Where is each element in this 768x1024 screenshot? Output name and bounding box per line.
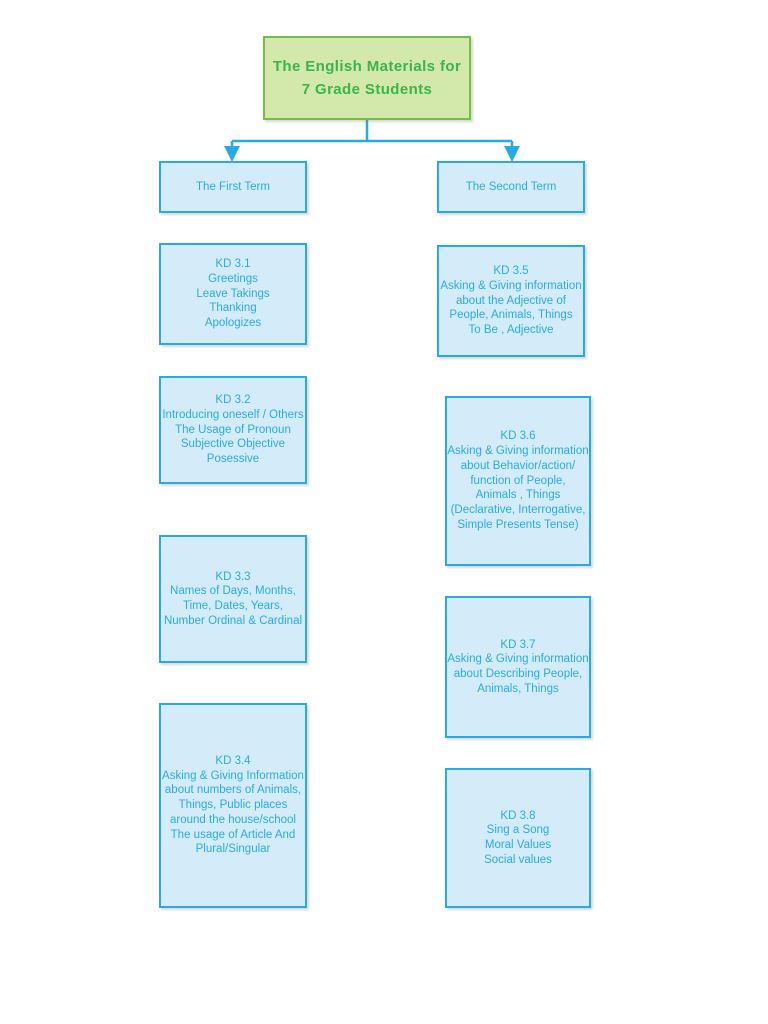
topic-node-kd-3-5[interactable]: KD 3.5 Asking & Giving information about… xyxy=(437,245,585,357)
topic-label-kd-3-4: KD 3.4 Asking & Giving Information about… xyxy=(162,754,304,856)
topic-node-kd-3-3[interactable]: KD 3.3 Names of Days, Months, Time, Date… xyxy=(159,535,307,663)
arrowhead-left xyxy=(224,146,240,162)
topic-node-kd-3-2[interactable]: KD 3.2 Introducing oneself / Others The … xyxy=(159,376,307,484)
topic-node-kd-3-8[interactable]: KD 3.8 Sing a Song Moral Values Social v… xyxy=(445,768,591,908)
branch-node-second-term[interactable]: The Second Term xyxy=(437,161,585,213)
root-node-title[interactable]: The English Materials for 7 Grade Studen… xyxy=(263,36,471,120)
topic-label-kd-3-1: KD 3.1 Greetings Leave Takings Thanking … xyxy=(196,258,270,330)
root-node-label: The English Materials for 7 Grade Studen… xyxy=(272,57,462,98)
topic-label-kd-3-3: KD 3.3 Names of Days, Months, Time, Date… xyxy=(163,570,303,627)
branch-node-first-term[interactable]: The First Term xyxy=(159,161,307,213)
topic-label-kd-3-8: KD 3.8 Sing a Song Moral Values Social v… xyxy=(484,809,552,866)
topic-node-kd-3-4[interactable]: KD 3.4 Asking & Giving Information about… xyxy=(159,703,307,908)
topic-node-kd-3-1[interactable]: KD 3.1 Greetings Leave Takings Thanking … xyxy=(159,243,307,345)
branch-label-second-term: The Second Term xyxy=(465,180,557,193)
topic-label-kd-3-5: KD 3.5 Asking & Giving information about… xyxy=(440,265,582,337)
topic-node-kd-3-6[interactable]: KD 3.6 Asking & Giving information about… xyxy=(445,396,591,566)
topic-label-kd-3-2: KD 3.2 Introducing oneself / Others The … xyxy=(162,394,304,466)
topic-label-kd-3-6: KD 3.6 Asking & Giving information about… xyxy=(447,430,589,531)
topic-node-kd-3-7[interactable]: KD 3.7 Asking & Giving information about… xyxy=(445,596,591,738)
arrowhead-right xyxy=(504,146,520,162)
topic-label-kd-3-7: KD 3.7 Asking & Giving information about… xyxy=(447,638,589,695)
branch-label-first-term: The First Term xyxy=(196,180,270,193)
